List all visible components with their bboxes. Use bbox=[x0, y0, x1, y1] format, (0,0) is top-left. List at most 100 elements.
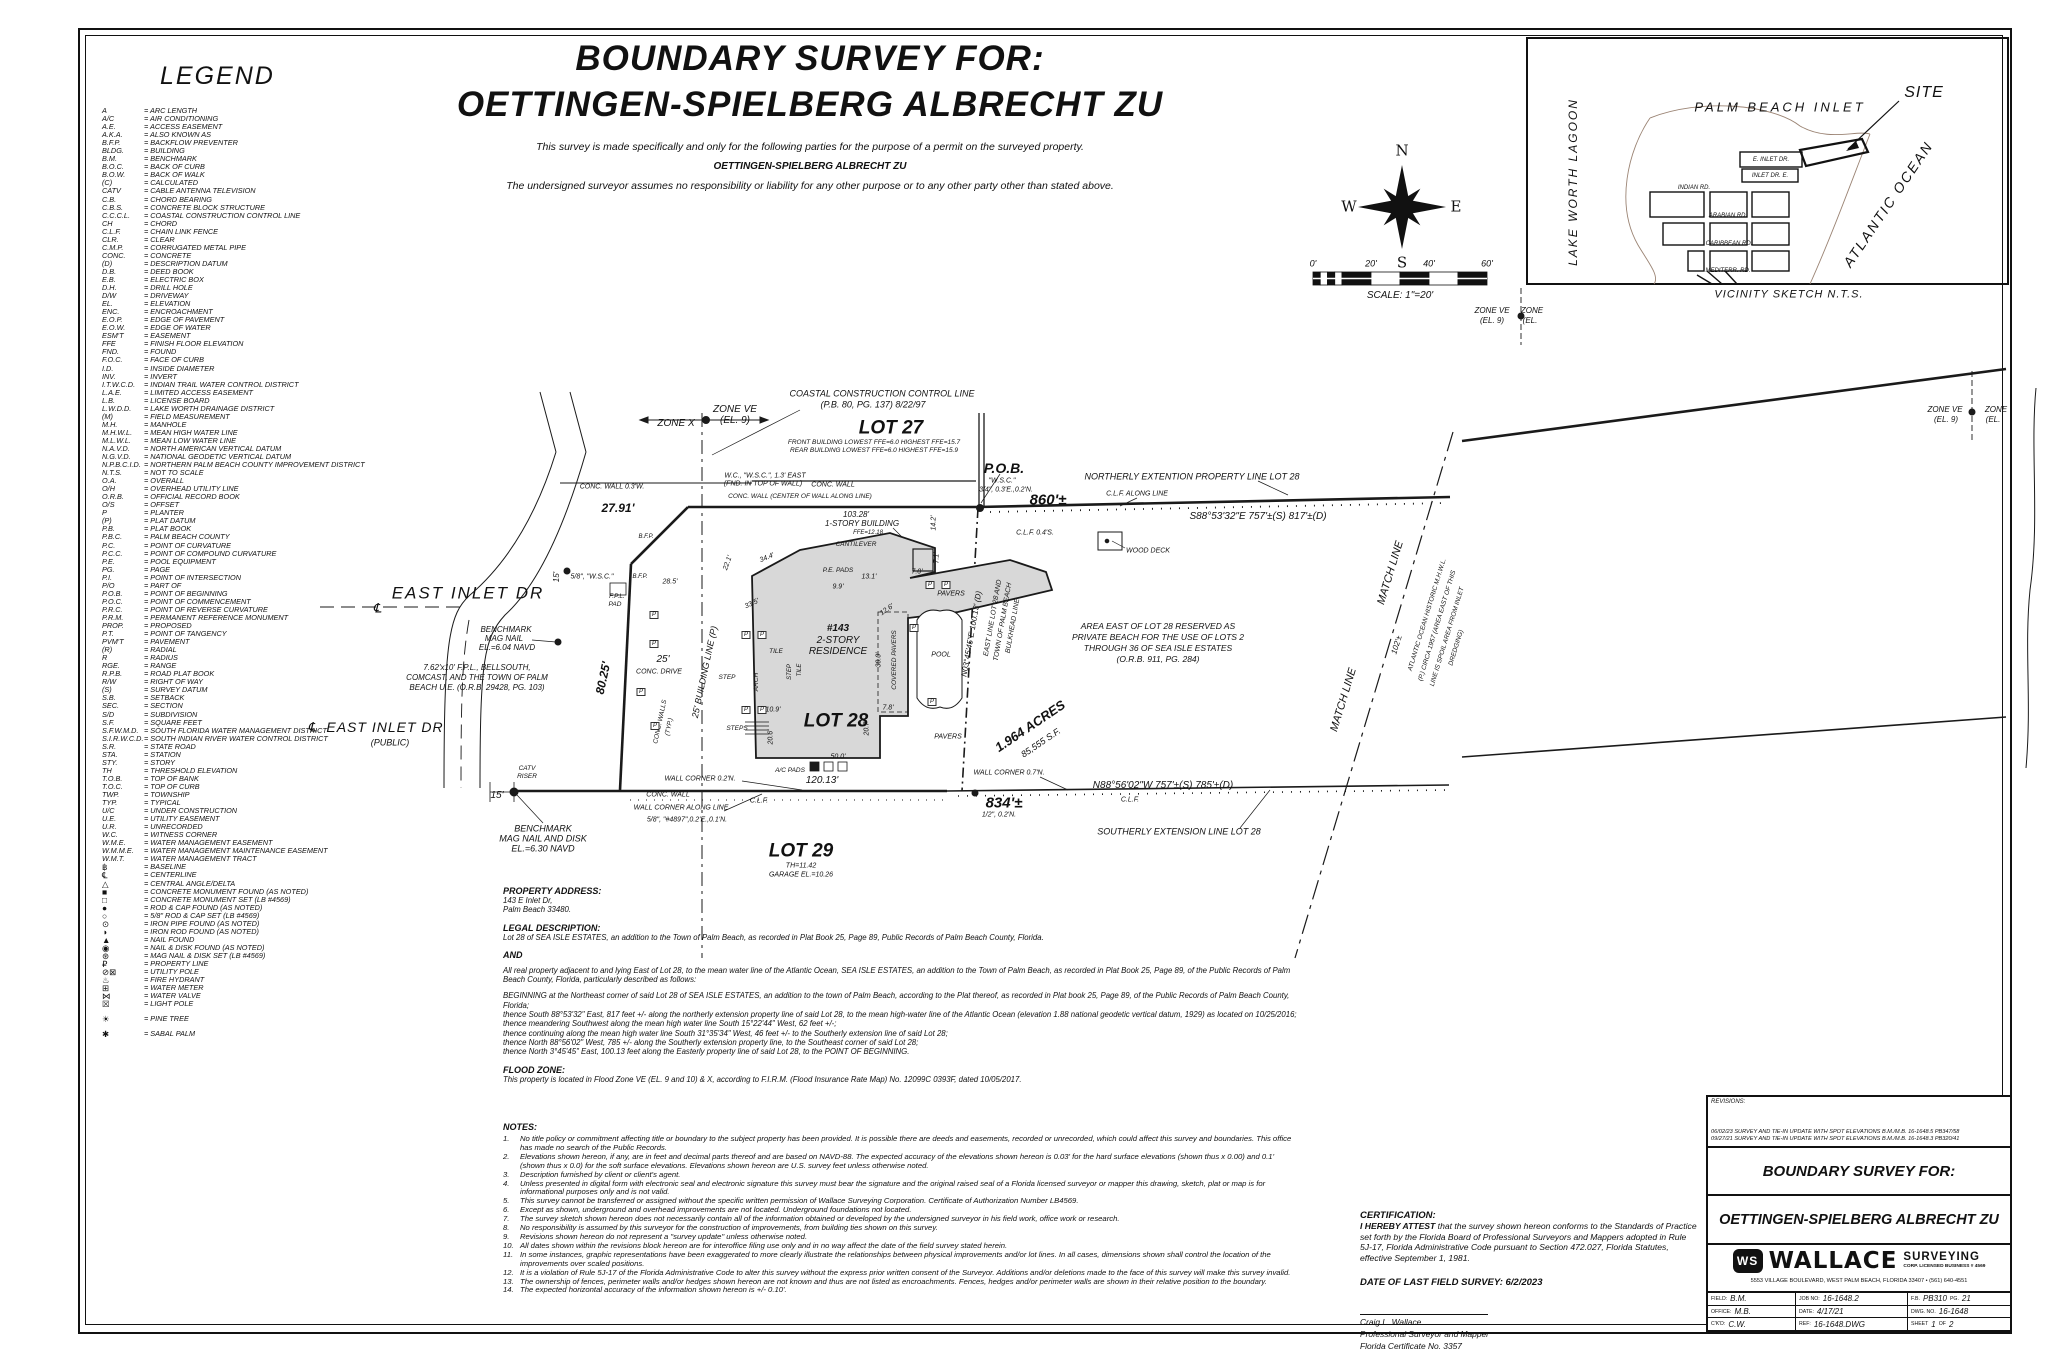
legend-entry: O.A.= OVERALL bbox=[102, 476, 184, 486]
vicinity-map bbox=[1526, 37, 2009, 285]
field-survey-date: DATE OF LAST FIELD SURVEY: 6/2/2023 bbox=[1360, 1277, 1543, 1288]
site-plan-label: P bbox=[927, 698, 937, 706]
site-plan-label: TH=11.42 bbox=[785, 862, 817, 870]
site-plan-label: 10.9' bbox=[765, 706, 781, 714]
site-plan-label: 7.0' bbox=[911, 568, 923, 576]
signer-title: Professional Surveyor and Mapper bbox=[1360, 1329, 1489, 1339]
legend-entry: FND.= FOUND bbox=[102, 347, 177, 357]
site-plan-label: THROUGH 36 OF SEA ISLE ESTATES bbox=[1083, 642, 1233, 653]
site-plan-label: 14.2' bbox=[930, 515, 938, 531]
site-plan-label: CANTILEVER bbox=[835, 540, 877, 548]
site-plan-label: 20.6' bbox=[767, 729, 775, 745]
southerly-extension bbox=[946, 784, 1450, 792]
scale-bar bbox=[1312, 271, 1488, 286]
note-item: 12.It is a violation of Rule 5J-17 of th… bbox=[503, 1267, 1291, 1277]
legend-entry: C.C.C.L.= COASTAL CONSTRUCTION CONTROL L… bbox=[102, 210, 301, 220]
site-plan-label: 3/4", 0.3'E.,0.2'N. bbox=[979, 486, 1033, 494]
certified-parties: OETTINGEN-SPIELBERG ALBRECHT ZU bbox=[713, 161, 907, 172]
vicinity-site-parcel bbox=[1798, 137, 1870, 168]
pool bbox=[916, 609, 963, 709]
site-plan-label: (EL. bbox=[1985, 415, 2001, 424]
vicinity-label: SITE bbox=[1904, 84, 1944, 101]
site-plan-label: CONC. WALL (CENTER OF WALL ALONG LINE) bbox=[728, 492, 872, 500]
site-plan-label: C.L.F. ALONG LINE bbox=[1106, 490, 1168, 498]
site-plan-label: 28.5' bbox=[662, 578, 678, 586]
site-plan-label: ℄ bbox=[307, 719, 317, 735]
note-item: 8.No responsibility is assumed by this s… bbox=[503, 1223, 938, 1233]
job-label: JOB NO: bbox=[1799, 1295, 1820, 1302]
site-plan-label: ZONE VE bbox=[1474, 306, 1510, 315]
site-plan-label: (P.B. 80, PG. 137) 8/22/97 bbox=[820, 399, 926, 410]
legend-entry: P/O= PART OF bbox=[102, 580, 182, 590]
legend-entry: □= CONCRETE MONUMENT SET (LB #4569) bbox=[102, 894, 291, 905]
legend-entry: P.O.B.= POINT OF BEGINNING bbox=[102, 588, 228, 598]
site-plan-label: P.O.B. bbox=[983, 460, 1025, 476]
legend-entry: PROP.= PROPOSED bbox=[102, 621, 192, 630]
note-item: 1.No title policy or commitment affectin… bbox=[503, 1134, 1292, 1152]
legend-entry: P.T.= POINT OF TANGENCY bbox=[102, 629, 227, 639]
site-plan-label: 13.1' bbox=[861, 573, 877, 581]
site-plan-label: 1-STORY BUILDING bbox=[824, 519, 900, 528]
note-item: 7.The survey sketch shown hereon does no… bbox=[503, 1214, 1120, 1224]
vicinity-label: LAKE WORTH LAGOON bbox=[1566, 98, 1580, 266]
match-line bbox=[1294, 431, 1454, 959]
legend-entry: N.P.B.C.I.D.= NORTHERN PALM BEACH COUNTY… bbox=[102, 460, 365, 470]
legend-entry: INV.= INVERT bbox=[102, 371, 177, 381]
legend-entry: P.B.= PLAT BOOK bbox=[102, 524, 192, 534]
legend-entry: ⊞= WATER METER bbox=[102, 983, 204, 994]
site-plan-label: 834'± bbox=[985, 794, 1023, 812]
revision-entry: 06/02/23 SURVEY AND TIE-IN UPDATE WITH S… bbox=[1711, 1129, 1960, 1135]
notes-heading: NOTES: bbox=[503, 1122, 538, 1132]
fb-label: F.B. bbox=[1911, 1295, 1920, 1302]
legend-entry: (C)= CALCULATED bbox=[102, 178, 198, 188]
checked-label: C'K'D: bbox=[1711, 1321, 1726, 1328]
site-plan-label: WOOD DECK bbox=[1126, 547, 1170, 555]
site-plan-label: 15' bbox=[490, 790, 504, 801]
note-item: 2.Elevations shown hereon, if any, are i… bbox=[503, 1151, 1275, 1170]
pg-label: PG. bbox=[1949, 1295, 1959, 1302]
legend-entry: RGE.= RANGE bbox=[102, 661, 177, 671]
legend-entry: L.A.E.= LIMITED ACCESS EASEMENT bbox=[102, 387, 254, 397]
compass-rose bbox=[1358, 165, 1446, 249]
certification-text: I HEREBY ATTEST that the survey shown he… bbox=[1360, 1221, 1700, 1263]
property-description: PROPERTY ADDRESS: 143 E Inlet Dr, Palm B… bbox=[503, 886, 1303, 1084]
site-plan-label: BENCHMARK bbox=[514, 823, 572, 834]
legend-entry: ☀= PINE TREE bbox=[102, 1014, 189, 1025]
site-plan-label: EL.=6.04 NAVD bbox=[478, 643, 536, 652]
site-plan-label: PAVERS bbox=[937, 590, 965, 598]
page-title-line1: BOUNDARY SURVEY FOR: bbox=[575, 39, 1045, 78]
note-item: 9.Revisions shown hereon do not represen… bbox=[503, 1231, 808, 1241]
site-plan-label: ZONE X bbox=[657, 418, 695, 429]
legend-entry: E.B.= ELECTRIC BOX bbox=[102, 274, 204, 284]
certification-block: CERTIFICATION: I HEREBY ATTEST that the … bbox=[1360, 1210, 1700, 1351]
site-plan-label: 7.8' bbox=[882, 704, 894, 712]
site-plan-label: CATV bbox=[518, 764, 536, 772]
site-plan-label: 860'± bbox=[1029, 491, 1067, 509]
legend-entry: STY.= STORY bbox=[102, 757, 176, 767]
legend-entry: SEC.= SECTION bbox=[102, 701, 183, 711]
company-name: WALLACE bbox=[1768, 1248, 1898, 1274]
legal-description-line: thence South 88°53'32" East, 817 feet +/… bbox=[503, 1010, 1297, 1020]
scale-label: 40' bbox=[1423, 258, 1435, 269]
revision-entry: 09/27/21 SURVEY AND TIE-IN UPDATE WITH S… bbox=[1711, 1136, 1960, 1142]
legend-entry: E.O.P.= EDGE OF PAVEMENT bbox=[102, 315, 225, 325]
ref-value: 16-1648.DWG bbox=[1813, 1319, 1865, 1329]
site-plan-label: C.L.F. bbox=[1120, 796, 1140, 804]
and-label: AND bbox=[503, 949, 523, 960]
title-header: BOUNDARY SURVEY FOR: OETTINGEN-SPIELBERG… bbox=[430, 36, 1190, 192]
legend-entry: S.I.R.W.C.D.= SOUTH INDIAN RIVER WATER C… bbox=[102, 733, 328, 743]
compass-direction-label: S bbox=[1396, 253, 1408, 272]
site-plan-label: (O.R.B. 911, PG. 284) bbox=[1116, 653, 1200, 664]
legend-entry: U/C= UNDER CONSTRUCTION bbox=[102, 806, 238, 816]
site-plan-label: (EL. 9) bbox=[1479, 316, 1505, 325]
legend-entry: PVM'T= PAVEMENT bbox=[102, 637, 190, 647]
site-plan-label: RESIDENCE bbox=[808, 646, 868, 657]
site-plan-label: F.P.L. bbox=[609, 592, 625, 600]
site-plan-label: 1/2", 0.2'N. bbox=[981, 811, 1017, 819]
company-logo-icon: WS bbox=[1732, 1249, 1763, 1273]
site-plan-label: 20.7' bbox=[863, 720, 871, 736]
legend-entry: S.F.= SQUARE FEET bbox=[102, 717, 202, 727]
company-license: CORP. LICENSED BUSINESS # 4569 bbox=[1903, 1264, 1986, 1270]
site-plan-label: B.F.P. bbox=[638, 534, 654, 540]
